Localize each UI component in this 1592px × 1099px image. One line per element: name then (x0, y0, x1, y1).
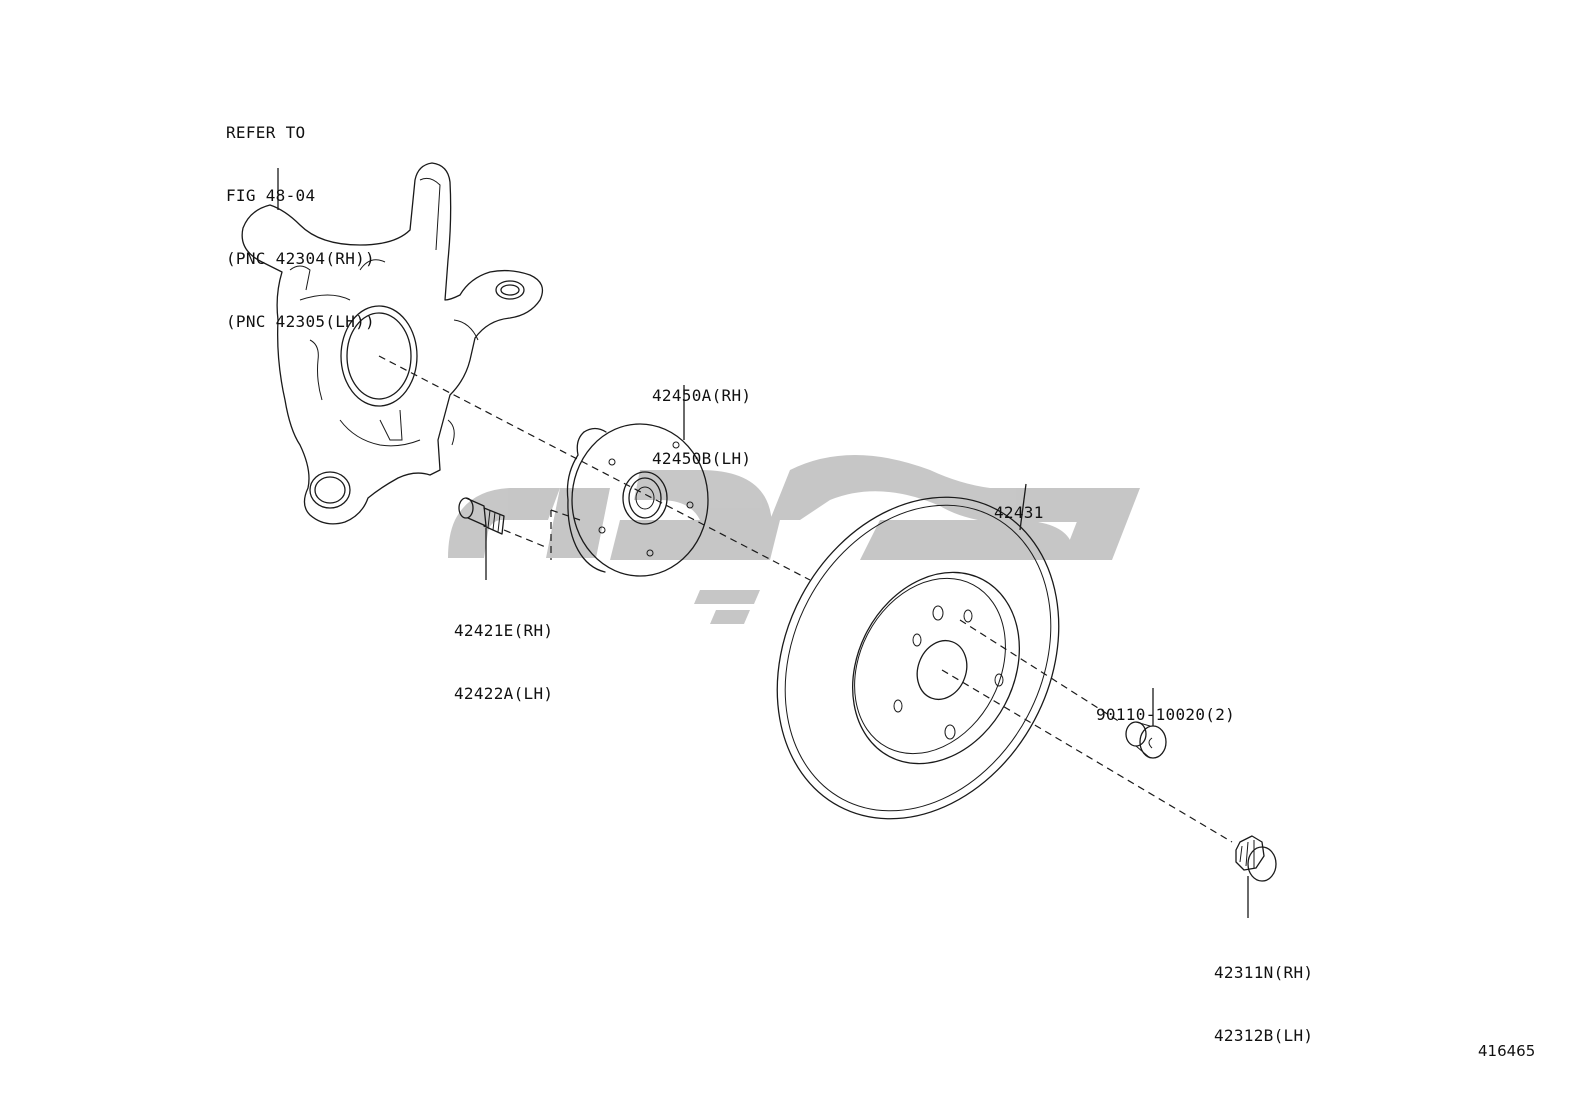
screw-callout-line-1: 90110-10020(2) (1096, 705, 1236, 724)
knuckle-callout: REFER TO FIG 48-04 (PNC 42304(RH)) (PNC … (226, 80, 375, 353)
hub-bolt-callout-line-1: 42421E(RH) (454, 621, 554, 640)
leader-lines (277, 168, 1249, 918)
hub-callout: 42450A(RH) 42450B(LH) (652, 343, 751, 490)
screw-callout: 90110-10020(2) (1096, 662, 1235, 746)
knuckle-callout-line-3: (PNC 42304(RH)) (226, 249, 375, 268)
disc-callout-line-1: 42431 (994, 503, 1044, 522)
figure-number: 416465 (1478, 1042, 1536, 1060)
steering-knuckle (241, 162, 544, 525)
hub-bolt-callout-line-2: 42422A(LH) (454, 684, 554, 703)
brake-disc (776, 496, 1060, 820)
hub-callout-line-2: 42450B(LH) (652, 449, 752, 468)
hub-nut (1235, 835, 1277, 882)
hub-bolt-callout: 42421E(RH) 42422A(LH) (454, 578, 553, 725)
knuckle-callout-line-1: REFER TO (226, 123, 306, 142)
axle-hub (566, 423, 709, 577)
nut-callout: 42311N(RH) 42312B(LH) (1214, 920, 1313, 1067)
nut-callout-line-2: 42312B(LH) (1214, 1026, 1314, 1045)
hub-callout-line-1: 42450A(RH) (652, 386, 752, 405)
hub-bolt (458, 497, 505, 535)
disc-screw (1125, 721, 1167, 759)
knuckle-callout-line-2: FIG 48-04 (226, 186, 316, 205)
assembly-lines (378, 355, 1233, 843)
watermark-logo (448, 455, 1140, 624)
disc-callout: 42431 (994, 460, 1044, 544)
nut-callout-line-1: 42311N(RH) (1214, 963, 1314, 982)
knuckle-callout-line-4: (PNC 42305(LH)) (226, 312, 375, 331)
